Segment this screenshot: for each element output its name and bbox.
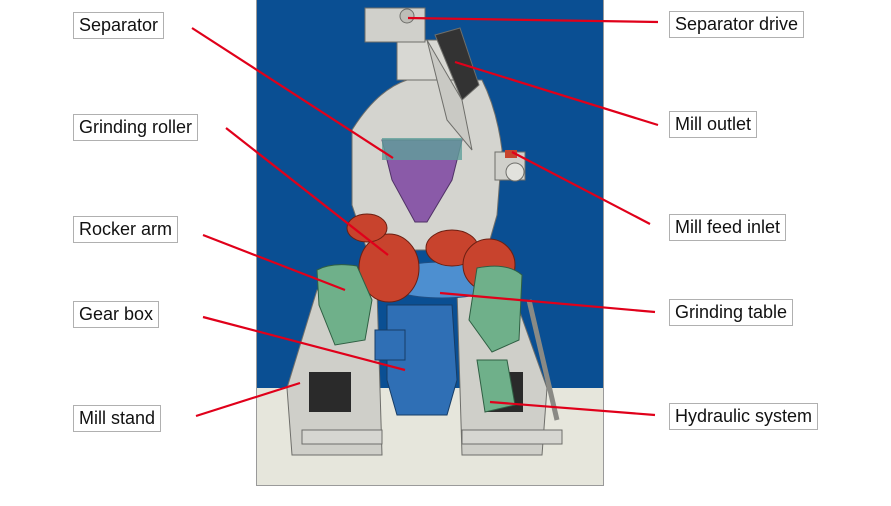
separator-blades — [382, 138, 462, 160]
foundation-block-left — [301, 429, 383, 445]
label-rocker-arm: Rocker arm — [73, 216, 179, 243]
mill-illustration — [256, 0, 604, 486]
label-grinding-table: Grinding table — [669, 299, 794, 326]
separator-drive-unit — [364, 7, 426, 43]
hydraulic-rod — [526, 299, 560, 421]
label-mill-outlet: Mill outlet — [669, 111, 758, 138]
label-separator: Separator — [73, 12, 165, 39]
mill-feed-rotary-valve — [505, 162, 525, 182]
label-mill-feed-inlet: Mill feed inlet — [669, 214, 787, 241]
grinding-roller-rear — [346, 213, 388, 243]
label-hydraulic-system: Hydraulic system — [669, 403, 819, 430]
vertical-roller-mill-drawing — [257, 0, 603, 485]
label-gear-box: Gear box — [73, 301, 160, 328]
foundation-block-right — [461, 429, 563, 445]
label-grinding-roller: Grinding roller — [73, 114, 199, 141]
feed-inlet-marker — [505, 150, 517, 158]
mill-stand-opening — [309, 372, 351, 412]
separator-drive-motor — [399, 8, 415, 24]
label-separator-drive: Separator drive — [669, 11, 805, 38]
gear-box-drive-flange — [374, 329, 406, 361]
label-mill-stand: Mill stand — [73, 405, 162, 432]
